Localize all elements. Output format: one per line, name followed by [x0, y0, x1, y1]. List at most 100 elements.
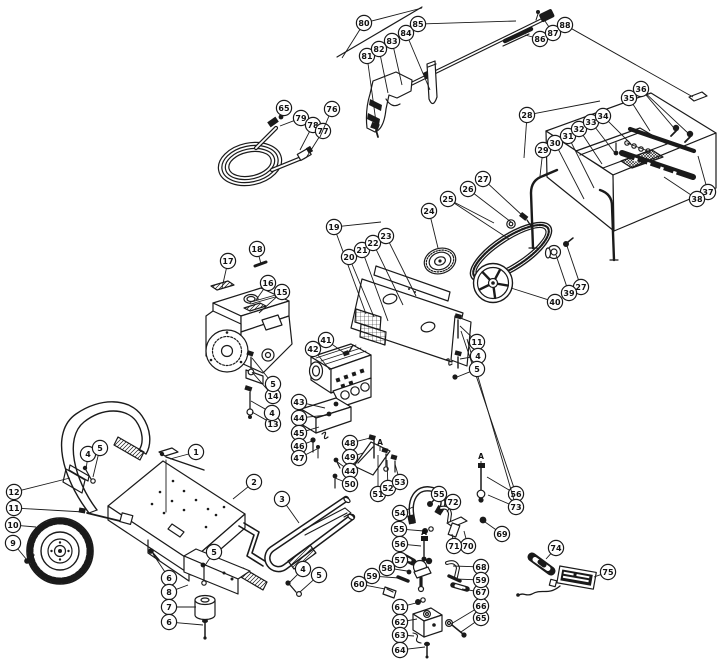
callout-circle-39 [560, 284, 578, 302]
callout-5: 5 [299, 566, 328, 593]
callout-number-8: 8 [166, 588, 172, 597]
callout-65: 65 [460, 609, 490, 633]
callout-number-21: 21 [356, 246, 368, 255]
callout-circle-6 [160, 613, 178, 631]
callout-number-45: 45 [293, 429, 305, 438]
callout-number-27: 27 [575, 283, 586, 292]
callout-circle-4 [294, 560, 312, 578]
callout-9: 9 [4, 534, 28, 561]
callout-number-54: 54 [394, 509, 406, 518]
pump-and-mounts-art [300, 343, 398, 489]
callout-number-56: 56 [510, 490, 522, 499]
callout-number-64: 64 [394, 646, 406, 655]
callout-number-11: 11 [471, 338, 483, 347]
callout-circle-1 [187, 443, 205, 461]
callout-number-16: 16 [262, 279, 274, 288]
callout-circle-17 [219, 252, 237, 270]
callout-number-15: 15 [276, 288, 288, 297]
callout-8: 8 [160, 583, 189, 601]
callout-circle-42 [304, 340, 322, 358]
callout-83: 83 [383, 32, 403, 86]
callout-74: 74 [545, 539, 565, 560]
assembly-marker-A: A [478, 452, 484, 461]
callout-19: 19 [325, 218, 382, 315]
callout-23: 23 [377, 227, 417, 297]
callout-number-80: 80 [358, 19, 370, 28]
callout-number-7: 7 [166, 603, 172, 612]
callout-circle-79 [292, 109, 310, 127]
callout-circle-28 [518, 106, 536, 124]
callout-number-74: 74 [550, 544, 562, 553]
callout-number-24: 24 [423, 207, 435, 216]
callout-number-40: 40 [549, 298, 561, 307]
callout-number-30: 30 [549, 139, 561, 148]
callout-circle-38 [688, 190, 706, 208]
callout-41: 41 [317, 331, 348, 356]
callout-number-87: 87 [547, 29, 558, 38]
callout-circle-57 [391, 551, 409, 569]
callout-circle-5 [205, 543, 223, 561]
callout-number-43: 43 [293, 398, 304, 407]
callout-53: 53 [391, 463, 409, 491]
callout-circle-20 [340, 248, 358, 266]
callout-circle-43 [290, 393, 308, 411]
callout-number-11: 11 [8, 504, 20, 513]
callout-circle-84 [397, 24, 415, 42]
callout-number-5: 5 [97, 444, 103, 453]
callout-number-68: 68 [475, 563, 487, 572]
callout-circle-83 [383, 32, 401, 50]
callout-circle-9 [4, 534, 22, 552]
callout-circle-69 [493, 525, 511, 543]
callout-6: 6 [160, 613, 204, 631]
callout-number-55: 55 [393, 525, 405, 534]
callout-72: 72 [444, 493, 462, 513]
callout-circle-35 [620, 89, 638, 107]
callout-circle-15 [273, 283, 291, 301]
callout-number-67: 67 [475, 588, 486, 597]
callout-number-42: 42 [307, 345, 318, 354]
callout-number-26: 26 [462, 185, 474, 194]
callout-1: 1 [169, 443, 205, 461]
callout-number-75: 75 [602, 568, 614, 577]
callout-11: 11 [5, 499, 85, 517]
callout-57: 57 [391, 551, 412, 569]
callout-40: 40 [510, 287, 564, 311]
callout-circle-59 [363, 567, 381, 585]
frame-cart-art [24, 401, 356, 640]
spray-gun-wand-art [336, 6, 555, 138]
callout-circle-5 [264, 375, 282, 393]
callout-number-65: 65 [278, 104, 290, 113]
callout-38: 38 [663, 176, 706, 208]
callout-number-41: 41 [320, 336, 332, 345]
callout-number-46: 46 [293, 442, 305, 451]
callout-circle-12 [5, 483, 23, 501]
callout-27: 27 [566, 245, 590, 296]
callout-number-5: 5 [270, 380, 276, 389]
callout-circle-32 [570, 120, 588, 138]
callout-59: 59 [363, 567, 400, 585]
callout-number-35: 35 [623, 94, 635, 103]
callout-number-12: 12 [8, 488, 19, 497]
callout-circle-80 [355, 14, 373, 32]
callout-number-47: 47 [293, 454, 304, 463]
callout-circle-11 [5, 499, 23, 517]
callout-circle-30 [546, 134, 564, 152]
callout-22: 22 [364, 234, 404, 306]
callout-20: 20 [340, 248, 375, 318]
callout-circle-22 [364, 234, 382, 252]
callout-number-65: 65 [475, 614, 487, 623]
callout-number-48: 48 [344, 439, 356, 448]
callout-43: 43 [290, 393, 326, 411]
callout-85: 85 [409, 15, 517, 33]
callout-17: 17 [219, 252, 237, 289]
callout-56: 56 [391, 535, 422, 553]
callout-5: 5 [251, 357, 282, 393]
callout-circle-3 [273, 490, 291, 508]
callout-5: 5 [456, 360, 486, 378]
callout-layer: 1234512111096876545134145151617181920212… [4, 7, 717, 659]
callout-circle-58 [378, 559, 396, 577]
callout-circle-50 [341, 475, 359, 493]
callout-18: 18 [248, 240, 266, 265]
callout-circle-24 [420, 202, 438, 220]
callout-circle-75 [599, 563, 617, 581]
